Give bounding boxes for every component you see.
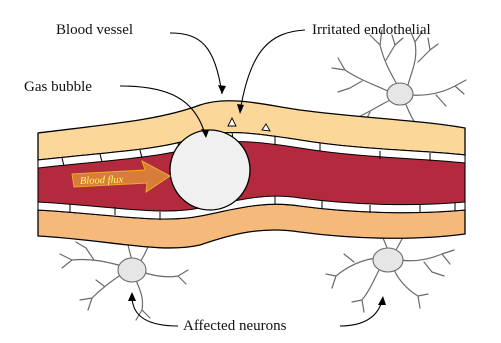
blood-vessel-pointer (170, 33, 222, 94)
gas-bubble-label: Gas bubble (24, 79, 92, 95)
affected-neurons-pointer-right (340, 300, 382, 326)
affected-neurons-pointer-left (132, 296, 178, 326)
gas-bubble (170, 130, 250, 210)
affected-neurons-label: Affected neurons (183, 318, 287, 334)
irritated-endothelial-pointer (240, 30, 305, 112)
irritated-endothelial-label: Irritated endothelial (312, 22, 431, 38)
blood-flux-label: Blood flux (80, 174, 124, 187)
blood-vessel-label: Blood vessel (56, 22, 133, 38)
